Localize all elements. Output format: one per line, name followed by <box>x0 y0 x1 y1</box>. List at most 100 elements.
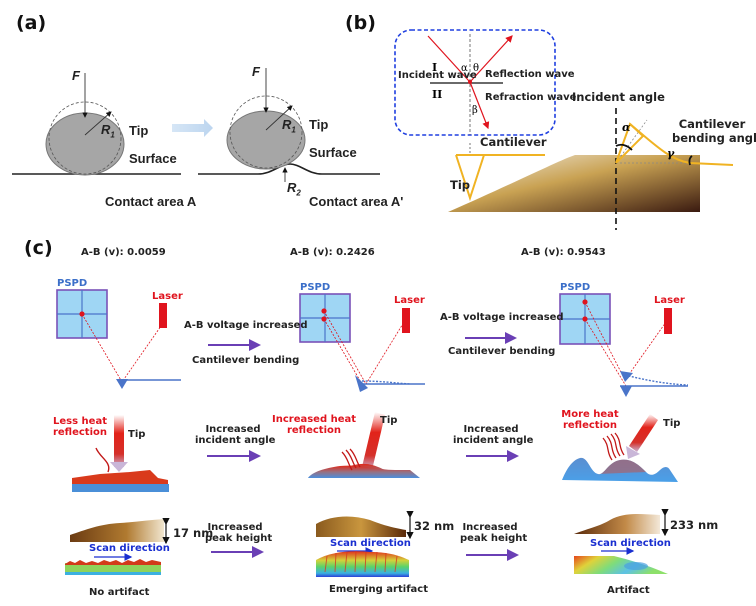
laser-source <box>402 308 410 333</box>
pspd-label-1: PSPD <box>57 278 88 289</box>
alpha-angle-label: α <box>622 121 631 134</box>
contact-area-a-label: Contact area A <box>105 194 197 209</box>
pspd-label-2: PSPD <box>300 282 331 293</box>
voltage-readout-3: A-B (v): 0.9543 <box>521 247 606 258</box>
cantilever-bent <box>624 374 689 386</box>
heat-scene-3 <box>562 414 678 482</box>
laser-beam-path-deflected <box>584 318 627 387</box>
laser-source <box>159 303 167 328</box>
surface-label-right: Surface <box>309 145 357 160</box>
tip-label-right: Tip <box>309 117 329 132</box>
cantilever-label: Cantilever <box>480 135 547 149</box>
heat-scene-1 <box>72 415 169 492</box>
region-1-label: I <box>432 61 438 74</box>
radius-r1-label-right: R1 <box>282 117 296 135</box>
panel-a-right-contact <box>198 68 380 182</box>
force-label-right: F <box>252 64 260 79</box>
alpha-label: α <box>461 63 468 74</box>
topography-3d <box>316 516 406 537</box>
heat-scene-2 <box>308 412 420 478</box>
cantilever-tip <box>355 375 368 392</box>
row1-arrow-2-top-label: A-B voltage increased <box>440 312 564 323</box>
scan-direction-label-1: Scan direction <box>89 543 170 554</box>
laser-spot <box>582 316 588 322</box>
incident-angle-label: Incident angle <box>572 90 665 104</box>
tip-label-c2: Tip <box>380 415 398 426</box>
gamma-angle-label: γ <box>667 147 675 160</box>
tip-label-c1: Tip <box>128 429 146 440</box>
cantilever-tip-bent <box>620 371 633 382</box>
panel-label-c: (c) <box>24 237 53 259</box>
reflection-ray <box>469 35 513 83</box>
laser-label-2: Laser <box>394 295 425 306</box>
cantilever-bending-angle-label: Cantilever bending angle <box>672 117 756 145</box>
radius-r1-arrow <box>84 111 112 136</box>
outcome-label-1: No artifact <box>89 587 150 598</box>
row1-arrow-1-top-label: A-B voltage increased <box>184 320 308 331</box>
pspd-label-3: PSPD <box>560 282 591 293</box>
gamma-arc <box>688 155 693 166</box>
refraction-wave-label: Refraction wave <box>485 92 577 103</box>
panel-label-b: (b) <box>345 12 376 34</box>
theta-label: θ <box>473 63 480 74</box>
row1-arrow-1-bottom-label: Cantilever bending <box>192 355 300 366</box>
afm-scan-1 <box>65 518 170 575</box>
tip-beam <box>362 412 385 470</box>
radius-r2-label: R2 <box>287 180 301 198</box>
tip-radius-circle <box>229 95 303 169</box>
voltage-readout-1: A-B (v): 0.0059 <box>81 247 166 258</box>
tip-triangle-left <box>455 154 485 202</box>
topography-3d <box>70 519 164 542</box>
pspd-setup-3 <box>559 293 689 397</box>
tip-beam <box>629 414 658 452</box>
outcome-label-3: Artifact <box>607 585 650 596</box>
phase-image <box>316 551 409 577</box>
tip-label-b: Tip <box>450 178 471 192</box>
surface-label-left: Surface <box>129 151 177 166</box>
refraction-ray <box>469 81 490 130</box>
laser-label-3: Laser <box>654 295 685 306</box>
radius-r1-label-left: R1 <box>101 122 115 140</box>
contact-area-a-prime-label: Contact area A' <box>309 194 404 209</box>
row1-arrow-2-bottom-label: Cantilever bending <box>448 346 556 357</box>
inset-dashed-box <box>394 29 556 136</box>
radius-r1-arrow <box>265 105 293 131</box>
laser-spot <box>321 308 327 314</box>
incident-wave-label: Incident wave <box>398 70 477 81</box>
tip-label-left: Tip <box>129 123 149 138</box>
laser-spot <box>321 316 327 322</box>
outcome-label-2: Emerging artifact <box>329 584 429 595</box>
cantilever-tip <box>116 379 128 389</box>
transition-arrow <box>172 119 213 137</box>
laser-source <box>664 308 672 334</box>
sample-topography <box>448 155 700 212</box>
tip-radius-circle <box>48 101 122 175</box>
cantilever-bent <box>361 380 411 385</box>
surface-line-bump <box>198 163 380 175</box>
height-label-1: 17 nm <box>173 526 214 540</box>
cantilever-tip <box>620 386 632 397</box>
phase-image <box>65 563 161 574</box>
scan-direction-label-2: Scan direction <box>330 538 411 549</box>
panel-b-surface <box>448 108 734 230</box>
pspd-setup-2 <box>299 293 425 392</box>
scan-direction-label-3: Scan direction <box>590 538 671 549</box>
afm-scan-2 <box>316 511 414 577</box>
height-label-2: 32 nm <box>414 519 455 533</box>
height-label-3: 233 nm <box>670 518 719 532</box>
panel-a-left-contact <box>12 73 181 176</box>
tip-label-c3: Tip <box>663 418 681 429</box>
tip-axis-dotted <box>615 119 648 164</box>
force-label-left: F <box>72 68 80 83</box>
laser-spot <box>582 299 588 305</box>
pspd-setup-1 <box>56 289 181 389</box>
voltage-readout-2: A-B (v): 0.2426 <box>290 247 375 258</box>
